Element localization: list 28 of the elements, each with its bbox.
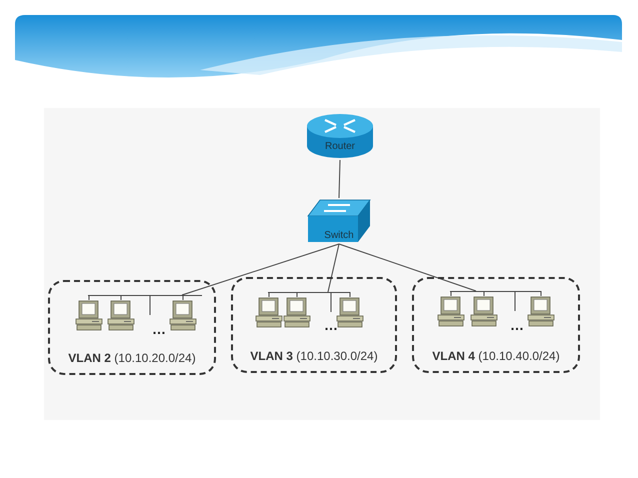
network-cable [182, 244, 340, 296]
computer-icon [470, 296, 498, 328]
computer-icon [437, 296, 465, 328]
network-cable [540, 290, 542, 296]
vlan-group [48, 280, 216, 375]
vlan-group [231, 277, 397, 373]
network-cable [338, 160, 340, 198]
computer-icon [75, 300, 103, 332]
vlan-label: VLAN 2 (10.10.20.0/24) [67, 351, 197, 365]
computer-icon [283, 297, 311, 329]
ellipsis: … [324, 318, 338, 332]
vlan-label: VLAN 4 (10.10.40.0/24) [431, 349, 561, 363]
device-label: Router [325, 142, 355, 152]
computer-icon [169, 300, 197, 332]
computer-icon [255, 297, 283, 329]
device-label: Switch [324, 231, 354, 241]
ellipsis: … [510, 318, 524, 332]
computer-icon [527, 296, 555, 328]
network-cable [338, 244, 476, 292]
network-cable [328, 244, 340, 292]
bus-line [88, 295, 202, 296]
bus-line [450, 291, 541, 292]
vlan-group [412, 277, 580, 373]
computer-icon [107, 300, 135, 332]
ellipsis: … [152, 322, 166, 336]
bus-line [268, 292, 350, 293]
vlan-label: VLAN 3 (10.10.30.0/24) [249, 349, 379, 363]
computer-icon [336, 297, 364, 329]
